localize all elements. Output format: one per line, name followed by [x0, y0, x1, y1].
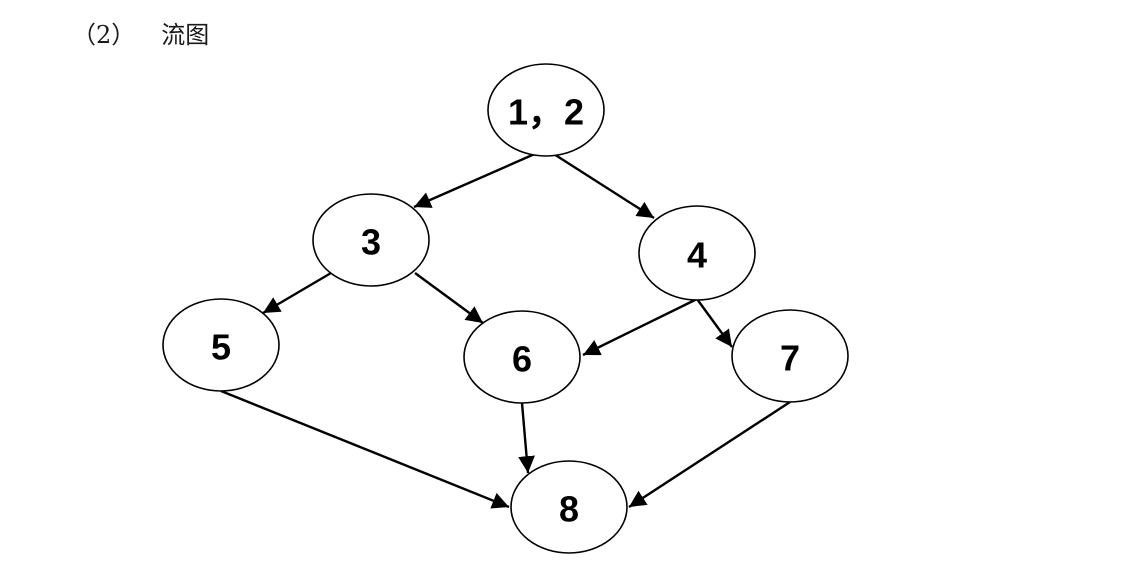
node-8-ellipse — [510, 460, 628, 554]
section-heading: （2） 流图 — [72, 14, 209, 50]
node-12-label: 1，2 — [508, 92, 584, 133]
node-3-ellipse — [312, 193, 430, 287]
node-6-label: 6 — [512, 339, 532, 380]
node-6-ellipse — [463, 310, 581, 404]
edge-4-to-6-arrow — [582, 297, 698, 357]
section-number: （2） — [72, 20, 136, 49]
node-4-ellipse — [638, 205, 756, 301]
edge-3-to-6-arrow — [414, 272, 484, 324]
node-8: 8 — [510, 460, 628, 554]
edge-4-to-7-arrow — [696, 298, 733, 348]
edge-6-to-8-arrow — [518, 402, 535, 474]
node-4: 4 — [638, 205, 756, 301]
node-7: 7 — [731, 309, 849, 403]
node-7-ellipse — [731, 309, 849, 403]
edge-12-to-3-arrow — [413, 147, 547, 209]
node-4-label: 4 — [687, 235, 707, 276]
nodes-layer: 1，2 3 4 5 6 7 8 — [162, 63, 849, 554]
edge-3-to-5-arrow — [262, 271, 332, 315]
section-title: 流图 — [161, 20, 210, 49]
node-12: 1，2 — [487, 63, 605, 157]
edge-5-to-8-arrow — [220, 389, 510, 509]
edge-12-to-4-arrow — [545, 147, 655, 220]
node-5: 5 — [162, 298, 280, 392]
edge-7-to-8-arrow — [628, 400, 791, 509]
node-3-label: 3 — [361, 222, 381, 263]
node-12-ellipse — [487, 63, 605, 157]
node-5-label: 5 — [211, 327, 231, 368]
edges-layer — [220, 147, 791, 509]
node-6: 6 — [463, 310, 581, 404]
node-7-label: 7 — [780, 338, 800, 379]
node-3: 3 — [312, 193, 430, 287]
node-8-label: 8 — [559, 489, 579, 530]
node-5-ellipse — [162, 298, 280, 392]
